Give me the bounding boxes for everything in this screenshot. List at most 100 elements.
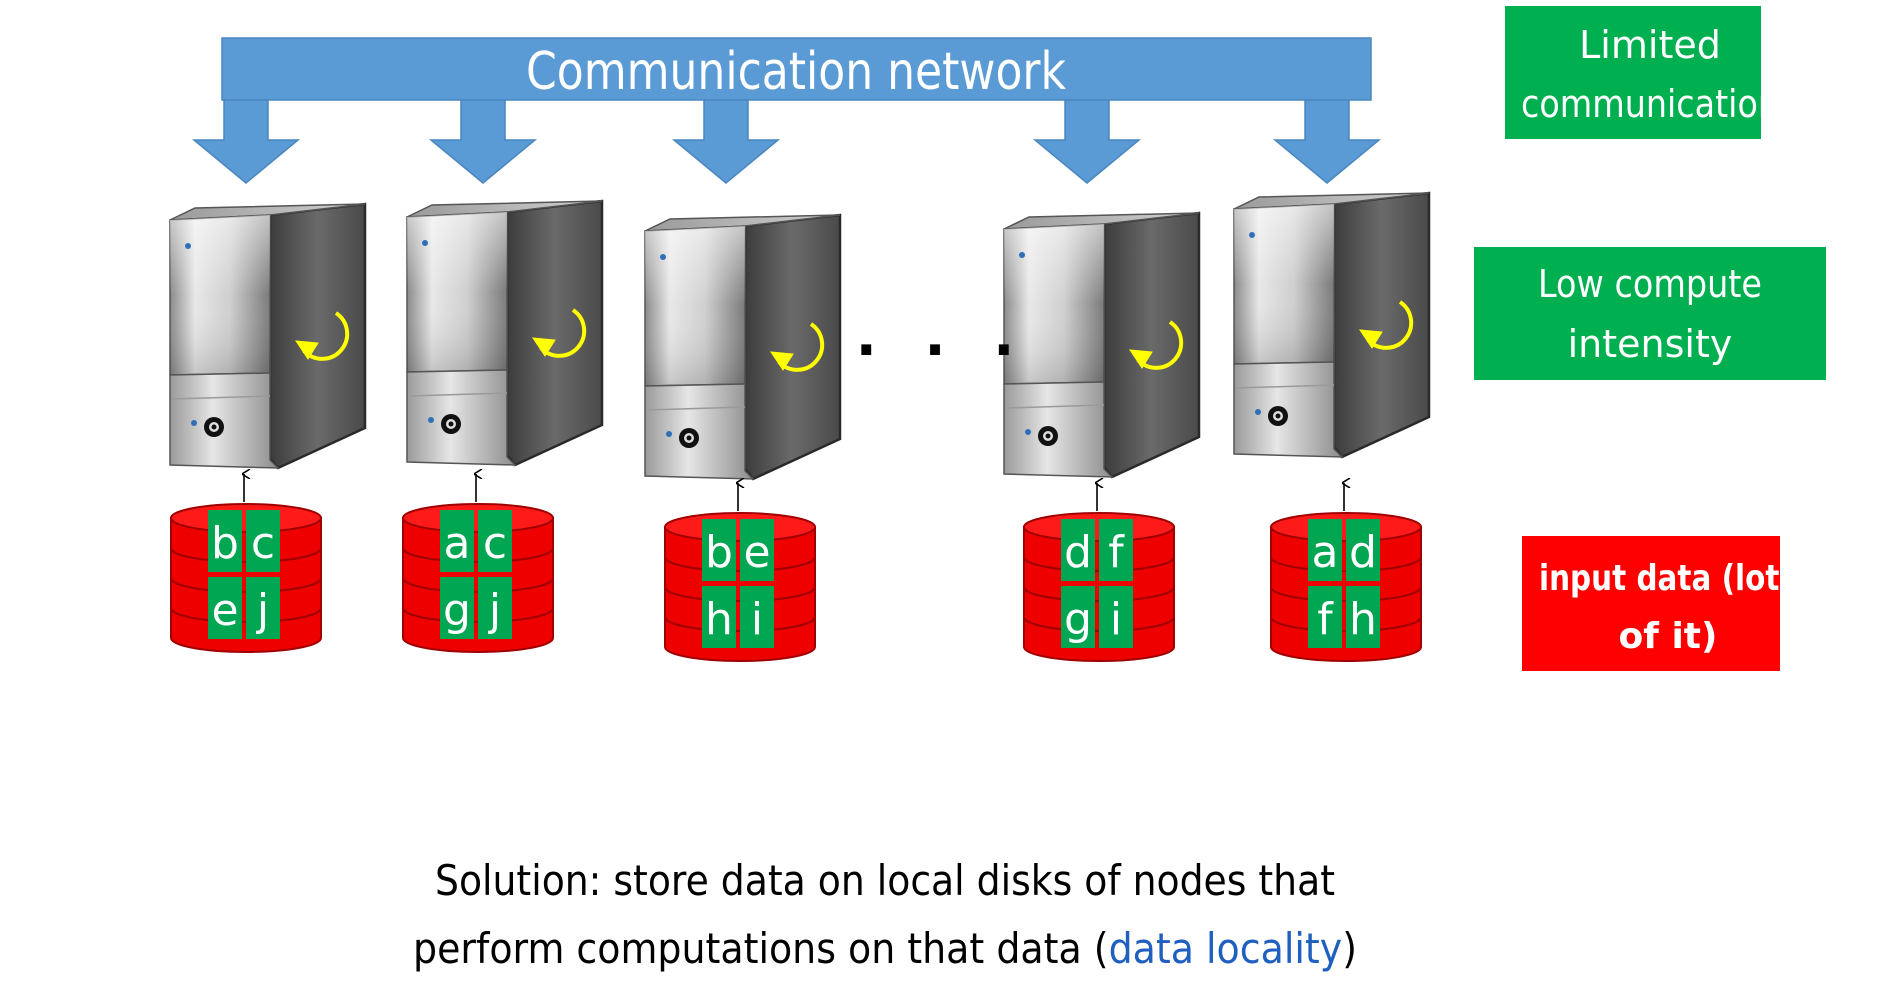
power-led bbox=[191, 420, 197, 426]
data-chunk-label: j bbox=[488, 585, 501, 636]
data-chunk: e bbox=[208, 577, 242, 639]
server-divider bbox=[1235, 384, 1335, 389]
data-chunk-label: i bbox=[1110, 594, 1122, 645]
data-chunk-label: e bbox=[743, 527, 770, 578]
data-chunk-bg bbox=[246, 577, 280, 639]
server-divider bbox=[646, 406, 746, 411]
data-chunk: h bbox=[1346, 586, 1380, 648]
data-chunk-bg bbox=[702, 586, 736, 648]
server-led bbox=[422, 240, 428, 246]
network-down-arrow bbox=[1272, 99, 1382, 184]
data-chunk-label: h bbox=[705, 594, 733, 645]
data-chunk: f bbox=[1308, 586, 1342, 648]
limited-communication-box: Limited communication bbox=[1505, 6, 1779, 139]
refresh-icon bbox=[777, 322, 825, 372]
server bbox=[169, 202, 367, 470]
data-chunk-label: d bbox=[1064, 527, 1092, 578]
server-front-base bbox=[169, 372, 280, 469]
data-chunk-label: c bbox=[251, 518, 275, 569]
data-chunk-label: f bbox=[1108, 527, 1125, 578]
caption-line2: perform computations on that data (data … bbox=[413, 924, 1357, 973]
data-chunk: g bbox=[1061, 586, 1095, 648]
data-chunk: c bbox=[478, 510, 512, 572]
data-chunk-bg bbox=[740, 519, 774, 581]
network-down-arrow bbox=[191, 99, 301, 184]
data-chunk-label: b bbox=[705, 527, 733, 578]
data-chunk: f bbox=[1099, 519, 1133, 581]
server-divider bbox=[408, 392, 508, 397]
data-chunk: i bbox=[740, 586, 774, 648]
data-chunk: j bbox=[246, 577, 280, 639]
server bbox=[644, 213, 842, 481]
power-button-center bbox=[1275, 413, 1281, 419]
data-chunk: b bbox=[702, 519, 736, 581]
data-chunk-label: d bbox=[1349, 527, 1377, 578]
server-front-base bbox=[644, 383, 755, 480]
refresh-icon-head bbox=[532, 337, 556, 357]
data-chunk: c bbox=[246, 510, 280, 572]
caption-data-locality: data locality bbox=[1109, 924, 1343, 973]
low-compute-box: Low compute intensity bbox=[1474, 247, 1826, 380]
server bbox=[1233, 191, 1431, 459]
data-chunk: e bbox=[740, 519, 774, 581]
low-compute-bg bbox=[1474, 247, 1826, 380]
server-front-base bbox=[1233, 361, 1344, 458]
data-chunk: a bbox=[1308, 519, 1342, 581]
data-chunk: h bbox=[702, 586, 736, 648]
server bbox=[1003, 211, 1201, 479]
power-button-center bbox=[1045, 433, 1051, 439]
server-led bbox=[185, 243, 191, 249]
server-led bbox=[1249, 232, 1255, 238]
caption-line1: Solution: store data on local disks of n… bbox=[435, 856, 1335, 905]
refresh-icon-head bbox=[295, 340, 319, 360]
data-chunk-bg bbox=[1346, 519, 1380, 581]
data-chunk-bg bbox=[208, 510, 242, 572]
data-chunk: b bbox=[208, 510, 242, 572]
network-down-arrow bbox=[1032, 99, 1142, 184]
server-side-panel bbox=[1332, 191, 1431, 459]
data-chunk-bg bbox=[1099, 586, 1133, 648]
power-led bbox=[666, 431, 672, 437]
network-label: Communication network bbox=[526, 42, 1066, 102]
data-chunk-bg bbox=[478, 510, 512, 572]
server-front-sheen bbox=[645, 226, 745, 386]
power-led bbox=[1025, 429, 1031, 435]
low-compute-line2: intensity bbox=[1568, 322, 1733, 366]
power-button-center bbox=[686, 435, 692, 441]
data-chunk-bg bbox=[1308, 519, 1342, 581]
limited-communication-line1: Limited bbox=[1579, 23, 1721, 67]
data-chunk-bg bbox=[702, 519, 736, 581]
server-divider bbox=[171, 395, 271, 400]
caption: Solution: store data on local disks of n… bbox=[413, 856, 1357, 973]
network-arrows bbox=[191, 99, 1382, 184]
server-side-panel bbox=[268, 202, 367, 470]
input-data-line2: of it) bbox=[1619, 616, 1718, 657]
network-bar bbox=[221, 37, 1372, 101]
power-led bbox=[428, 417, 434, 423]
server bbox=[406, 199, 604, 467]
refresh-icon-head bbox=[1359, 329, 1383, 349]
data-chunk: a bbox=[440, 510, 474, 572]
server-front-sheen bbox=[170, 215, 270, 375]
data-chunk-label: j bbox=[256, 585, 269, 636]
server-front-sheen bbox=[1004, 224, 1104, 384]
refresh-icon bbox=[1136, 320, 1184, 370]
data-chunk-label: a bbox=[444, 518, 471, 569]
server-front-base bbox=[1003, 381, 1114, 478]
data-chunk: d bbox=[1061, 519, 1095, 581]
data-chunk-label: a bbox=[1312, 527, 1339, 578]
data-chunk-label: f bbox=[1317, 594, 1334, 645]
caption-line2-prefix: perform computations on that data ( bbox=[413, 924, 1109, 973]
power-button-center bbox=[448, 421, 454, 427]
server-led bbox=[1019, 252, 1025, 258]
data-chunk-bg bbox=[1061, 586, 1095, 648]
data-chunk-label: e bbox=[211, 585, 238, 636]
